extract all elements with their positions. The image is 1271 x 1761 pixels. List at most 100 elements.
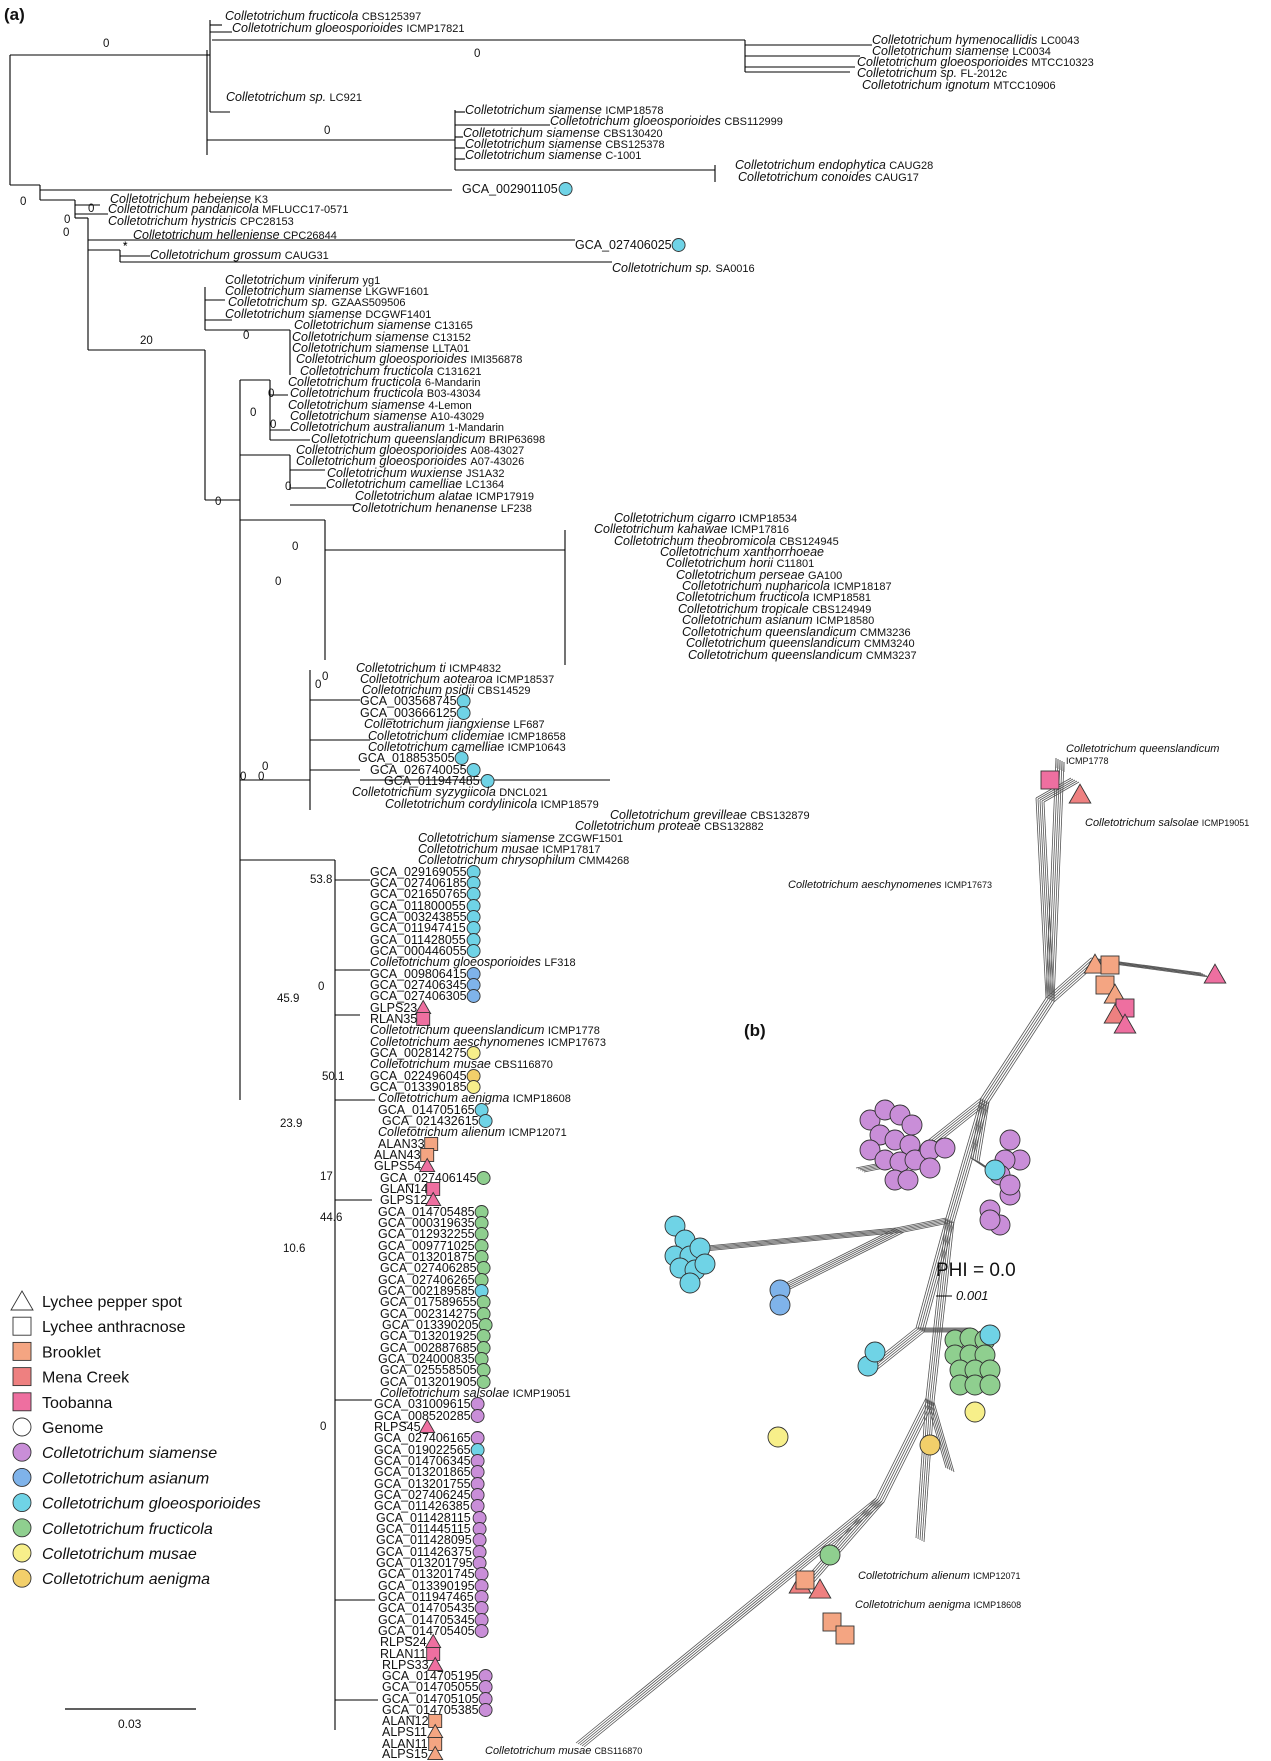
tip-species-name: Colletotrichum gloeosporioides — [296, 352, 470, 366]
network-split-edge — [917, 1218, 949, 1330]
tree-tip-label: GCA_000446055 — [370, 944, 467, 958]
tip-strain-id: JS1A32 — [466, 468, 505, 480]
tree-tip-label: GCA_027406285 — [380, 1261, 477, 1275]
tip-strain-id: RLPS33 — [382, 1658, 429, 1672]
support-value: 0 — [318, 981, 324, 993]
tree-tip-label: Colletotrichum siamense CBS125378 — [465, 137, 665, 151]
tree-tip-label: Colletotrichum queenslandicum CMM3240 — [686, 636, 915, 650]
tip-species-name: Colletotrichum siamense — [225, 307, 365, 321]
tip-species-name: Colletotrichum horii — [666, 556, 776, 570]
network-label-strain: ICMP1778 — [1066, 756, 1109, 766]
tree-tip-label: RLAN35 — [370, 1012, 417, 1026]
phylogenetic-tree-tips: Colletotrichum fructicola CBS125397Colle… — [108, 9, 1094, 1761]
network-split-edge — [978, 1101, 990, 1163]
tip-strain-id: GCA_009806415 — [370, 967, 467, 981]
legend-label: Toobanna — [42, 1395, 112, 1412]
tip-strain-id: ICMP17919 — [476, 491, 534, 503]
tree-tip-label: Colletotrichum gloeosporioides ICMP17821 — [232, 21, 465, 35]
network-node-siamense — [999, 1174, 1021, 1196]
tip-strain-id: GCA_011428095 — [376, 1533, 472, 1547]
tree-tip-label: ALAN33 — [378, 1137, 425, 1151]
tip-strain-id: LLTA01 — [432, 343, 469, 355]
tip-species-name: Colletotrichum grevilleae — [610, 808, 750, 822]
tip-strain-id: LF318 — [544, 957, 575, 969]
tree-tip-label: GCA_027406265 — [378, 1273, 475, 1287]
tree-tip-label: Colletotrichum aenigma ICMP18608 — [378, 1091, 571, 1105]
tip-marker-siamense — [478, 1703, 493, 1717]
network-node-siamense — [859, 1109, 881, 1131]
tree-tip-label: Colletotrichum endophytica CAUG28 — [735, 158, 933, 172]
legend-label: Colletotrichum asianum — [42, 1470, 209, 1487]
tree-tip-label: GCA_027406145 — [380, 1171, 477, 1185]
tip-species-name: Colletotrichum hebeiense — [110, 192, 255, 206]
tip-species-name: Colletotrichum fructicola — [300, 364, 437, 378]
support-value: 17 — [320, 1171, 333, 1183]
tip-species-name: Colletotrichum gloeosporioides — [296, 454, 470, 468]
legend-label: Genome — [42, 1420, 103, 1437]
tip-species-name: Colletotrichum siamense — [225, 284, 365, 298]
network-node-gloeosporioides — [984, 1159, 1006, 1181]
legend-label: Colletotrichum gloeosporioides — [42, 1496, 261, 1513]
tip-marker-gloeosporioides — [466, 763, 481, 777]
support-value: 20 — [140, 335, 153, 347]
tree-tip-label: ALPS11 — [382, 1725, 427, 1739]
tree-tip-label: Colletotrichum queenslandicum ICMP1778 — [370, 1023, 600, 1037]
tip-marker-siamense — [474, 1601, 489, 1615]
tree-tip-label: RLPS33 — [382, 1658, 429, 1672]
tree-tip-label: GCA_014705345 — [378, 1613, 475, 1627]
tree-tip-label: GCA_022496045 — [370, 1069, 467, 1083]
tree-tip-label: RLAN11 — [380, 1647, 426, 1661]
tip-strain-id: SA0016 — [716, 263, 755, 275]
tree-tip-label: Colletotrichum ignotum MTCC10906 — [862, 78, 1056, 92]
tip-strain-id: CBS132882 — [704, 821, 763, 833]
tip-strain-id: GCA_014705345 — [378, 1613, 475, 1627]
tip-strain-id: 4-Lemon — [428, 400, 471, 412]
tip-strain-id: GCA_018853505 — [358, 751, 455, 765]
tree-tip-label: GCA_011800055 — [370, 899, 466, 913]
tip-strain-id: ALPS15 — [382, 1747, 428, 1761]
panel-b-label: (b) — [744, 1021, 766, 1040]
tip-strain-id: CBS14529 — [477, 685, 530, 697]
tip-strain-id: ALPS11 — [382, 1725, 427, 1739]
tip-marker-fructicola — [476, 1261, 491, 1275]
network-node-siamense — [901, 1114, 923, 1136]
tip-strain-id: GCA_011947485 — [384, 774, 480, 788]
network-split-edge — [921, 1400, 933, 1542]
tip-marker-siamense — [474, 1624, 489, 1638]
tip-strain-id: GCA_013201905 — [380, 1375, 477, 1389]
tree-tip-label: Colletotrichum siamense C-1001 — [465, 148, 641, 162]
tree-tip-label: Colletotrichum kahawae ICMP17816 — [594, 522, 789, 536]
tree-tip-label: Colletotrichum asianum ICMP18580 — [682, 613, 874, 627]
tip-strain-id: GCA_024000835 — [378, 1352, 475, 1366]
tree-tip-label: GCA_017589655 — [380, 1295, 477, 1309]
legend-swatch — [12, 1568, 32, 1588]
network-split-edge — [805, 1497, 877, 1579]
tip-species-name: Colletotrichum asianum — [682, 613, 816, 627]
tree-tip-label: GCA_025558505 — [380, 1363, 477, 1377]
tree-tip-label: GCA_021650765 — [370, 887, 467, 901]
network-split-edge — [809, 1499, 881, 1581]
tip-species-name: Colletotrichum hystricis — [108, 214, 240, 228]
network-node-siamense — [979, 1209, 1001, 1231]
tip-species-name: Colletotrichum fructicola — [676, 590, 813, 604]
network-split-edge — [915, 1397, 927, 1539]
tip-species-name: Colletotrichum siamense — [288, 398, 428, 412]
tip-strain-id: RLAN11 — [380, 1647, 426, 1661]
tip-strain-id: CAUG17 — [875, 172, 919, 184]
tree-tip-label: GCA_027406245 — [374, 1488, 471, 1502]
support-value: * — [123, 241, 128, 253]
tip-marker-gloeosporioides — [456, 706, 471, 720]
tip-strain-id: CAUG31 — [285, 250, 329, 262]
legend-swatch — [12, 1543, 32, 1563]
tree-tip-label: Colletotrichum musae CBS116870 — [370, 1057, 553, 1071]
tree-tip-label: Colletotrichum aeschynomenes ICMP17673 — [370, 1035, 606, 1049]
tip-species-name: Colletotrichum proteae — [575, 819, 704, 833]
legend-label: Mena Creek — [42, 1370, 130, 1387]
tip-strain-id: MFLUCC17-0571 — [262, 204, 348, 216]
tip-species-name: Colletotrichum henanense — [352, 501, 501, 515]
tip-strain-id: MTCC10323 — [1031, 57, 1093, 69]
network-split-edge — [781, 1230, 903, 1292]
tree-tip-label: GCA_014705385 — [382, 1703, 479, 1717]
support-value: 0 — [240, 771, 246, 783]
